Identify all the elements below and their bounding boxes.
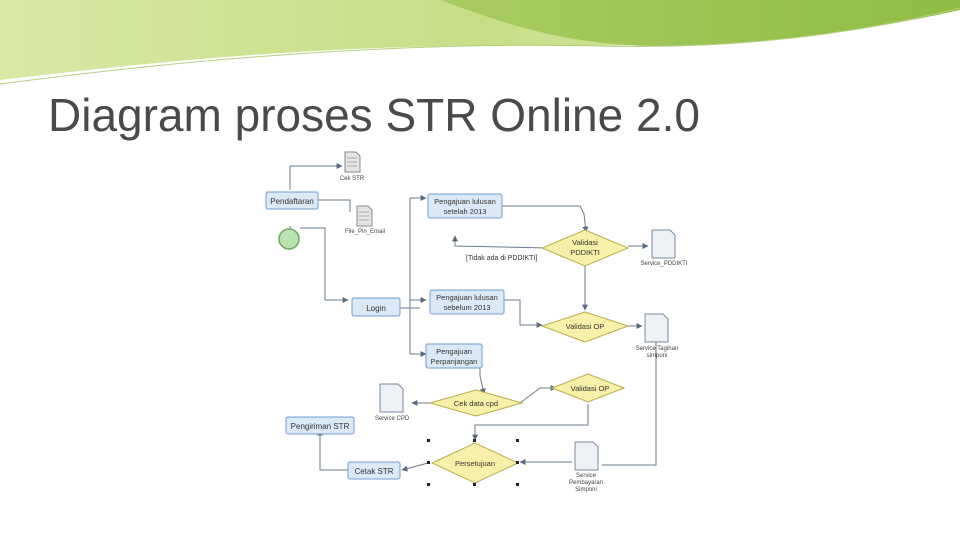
- tidak-ada-pddikti-label: [Tidak ada di PDDIKTI]: [466, 255, 537, 262]
- doc-service-tagihan: Service Tagihan simponi: [636, 313, 679, 359]
- service-pddikti-label: Service_PDDIKTI: [640, 261, 687, 267]
- doc-str: Cek STR: [340, 151, 365, 182]
- perpanjangan-line2: Perpanjangan: [431, 357, 478, 366]
- cetak-str-label: Cetak STR: [354, 467, 393, 476]
- doc-str-label: Cek STR: [340, 176, 365, 182]
- decision-cek-data-cpd: Cek data cpd: [428, 389, 524, 417]
- process-cetak-str: Cetak STR: [347, 461, 401, 480]
- banner-wave-dark: [440, 0, 960, 46]
- process-pendaftaran: Pendaftaran: [265, 191, 319, 210]
- start-node: [278, 228, 300, 250]
- service-pembayaran-line3: Simponi: [575, 487, 597, 493]
- banner-line: [0, 7, 960, 85]
- decision-persetujuan: Persetujuan: [430, 442, 520, 484]
- validasi-pddikti-line2: PDDIKTI: [570, 248, 600, 257]
- connector-cek-op2: [519, 385, 557, 404]
- connector-sebelum-op: [504, 299, 543, 328]
- connector-tidak-ada: [452, 235, 549, 249]
- connector-op2-persetujuan: [472, 404, 589, 441]
- process-pengajuan-sebelum: Pengajuan lulusan sebelum 2013: [429, 289, 505, 315]
- doc-service-cpd: Service CPD: [375, 383, 410, 422]
- login-label: Login: [366, 304, 386, 313]
- validasi-pddikti-line1: Validasi: [572, 238, 598, 247]
- pengajuan-setelah-line2: setelah 2013: [444, 207, 487, 216]
- perpanjangan-line1: Pengajuan: [436, 347, 472, 356]
- file-pin-email-label: File_Pin_Email: [345, 229, 385, 235]
- connector-login-setelah: [409, 195, 427, 308]
- connector-setelah-validasi: [502, 205, 589, 233]
- process-login: Login: [351, 297, 401, 317]
- process-pengiriman-str: Pengiriman STR: [285, 416, 355, 435]
- pengajuan-setelah-line1: Pengajuan lulusan: [434, 197, 496, 206]
- validasi-op-1-label: Validasi OP: [566, 322, 605, 331]
- doc-service-pddikti: Service_PDDIKTI: [640, 229, 688, 267]
- pengiriman-str-label: Pengiriman STR: [291, 422, 350, 431]
- service-pembayaran-line2: Pembayaran: [569, 480, 603, 486]
- service-tagihan-line1: Service Tagihan: [636, 346, 679, 352]
- connector-pendaftaran-file: [318, 199, 351, 212]
- connector-perpanjangan-cek: [479, 366, 486, 395]
- decision-validasi-op-1: Validasi OP: [540, 311, 630, 343]
- selection-handles: [427, 439, 519, 486]
- connector-cetak-pengiriman: [317, 429, 348, 471]
- connector-login-perpanjangan: [409, 308, 427, 357]
- service-cpd-label: Service CPD: [375, 416, 410, 422]
- process-pengajuan-setelah: Pengajuan lulusan setelah 2013: [427, 193, 503, 219]
- page-title: Diagram proses STR Online 2.0: [48, 89, 700, 141]
- validasi-op-2-label: Validasi OP: [571, 384, 610, 393]
- connector-tagihan-pembayaran: [602, 340, 657, 466]
- doc-file-pin-email: File_Pin_Email: [345, 205, 385, 235]
- doc-service-pembayaran: Service Pembayaran Simponi: [569, 441, 603, 493]
- connector-pendaftaran-doc: [289, 163, 343, 190]
- cek-data-cpd-label: Cek data cpd: [454, 399, 498, 408]
- service-tagihan-line2: simponi: [647, 353, 668, 359]
- pengajuan-sebelum-line1: Pengajuan lulusan: [436, 293, 498, 302]
- connector-start-login: [300, 227, 349, 303]
- pengajuan-sebelum-line2: sebelum 2013: [443, 303, 490, 312]
- process-pengajuan-perpanjangan: Pengajuan Perpanjangan: [425, 343, 483, 369]
- connectors: [289, 163, 657, 472]
- decision-validasi-pddikti: Validasi PDDIKTI: [540, 229, 630, 267]
- decision-validasi-op-2: Validasi OP: [550, 373, 626, 403]
- persetujuan-label: Persetujuan: [455, 459, 495, 468]
- header-banner: [0, 0, 960, 85]
- pendaftaran-label: Pendaftaran: [270, 197, 314, 206]
- connector-persetujuan-cetak: [401, 462, 429, 472]
- service-pembayaran-line1: Service: [576, 473, 597, 479]
